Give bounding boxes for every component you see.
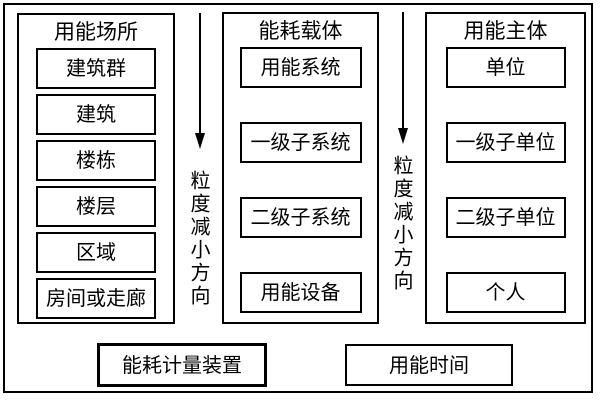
subject-level-box: 单位 <box>445 47 566 88</box>
place-level-box: 房间或走廊 <box>36 278 156 319</box>
down-arrow-icon <box>195 13 205 149</box>
column-energy-carrier: 能耗载体 用能系统 一级子系统 二级子系统 用能设备 <box>222 12 379 324</box>
place-level-box: 区域 <box>36 232 156 273</box>
carrier-level-box: 用能系统 <box>239 47 362 88</box>
column-title-usage-subject: 用能主体 <box>463 19 548 43</box>
place-level-box: 楼层 <box>36 186 156 227</box>
energy-meter-device-box: 能耗计量装置 <box>97 343 267 387</box>
outer-frame <box>3 3 593 393</box>
column-usage-subject: 用能主体 单位 一级子单位 二级子单位 个人 <box>425 12 586 324</box>
column-title-energy-carrier: 能耗载体 <box>258 19 343 43</box>
subject-level-box: 个人 <box>445 272 566 313</box>
granularity-direction-label: 粒度减小方向 <box>390 155 414 293</box>
place-level-box: 建筑 <box>36 94 156 135</box>
place-level-box: 建筑群 <box>36 48 156 89</box>
column-usage-place: 用能场所 建筑群 建筑 楼栋 楼层 区域 房间或走廊 <box>17 13 175 324</box>
granularity-direction-label: 粒度减小方向 <box>187 170 211 308</box>
energy-time-box: 用能时间 <box>345 344 513 386</box>
down-arrow-icon <box>398 12 408 144</box>
subject-level-box: 一级子单位 <box>445 122 566 163</box>
column-title-usage-place: 用能场所 <box>54 20 138 44</box>
subject-level-box: 二级子单位 <box>445 197 566 238</box>
carrier-level-box: 二级子系统 <box>239 197 362 238</box>
place-level-box: 楼栋 <box>36 140 156 181</box>
carrier-level-box: 用能设备 <box>239 272 362 313</box>
carrier-level-box: 一级子系统 <box>239 122 362 163</box>
